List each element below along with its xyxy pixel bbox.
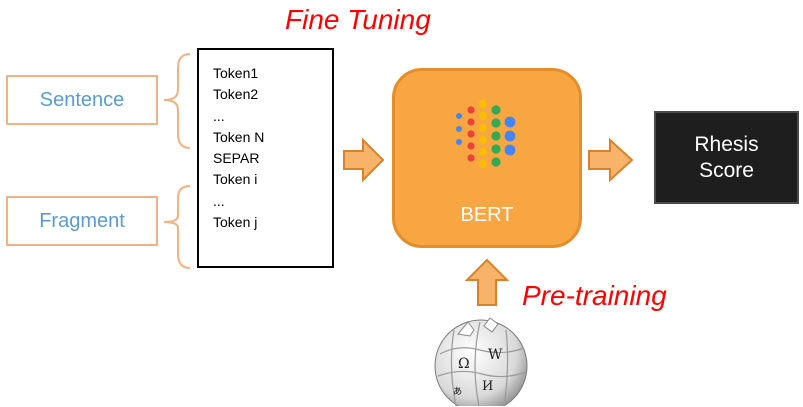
arrow-right-icon [588, 138, 634, 182]
bert-dots-logo-icon [456, 99, 516, 169]
token-item: Token2 [213, 86, 259, 103]
sentence-label: Sentence [39, 88, 125, 111]
token-item: ... [213, 107, 225, 124]
wikipedia-globe-icon: Ω W И ぁ [434, 317, 528, 406]
bert-model-box: BERT [392, 68, 582, 248]
token-item: Token j [213, 214, 258, 231]
token-item: SEPAR [213, 150, 260, 167]
fragment-bracket-icon [163, 185, 191, 269]
fragment-label: Fragment [39, 209, 125, 232]
arrow-up-icon [465, 258, 509, 306]
pre-training-label: Pre-training [522, 280, 667, 311]
token-item: ... [213, 192, 225, 209]
fine-tuning-title: Fine Tuning [285, 4, 431, 35]
input-brackets [163, 53, 191, 269]
svg-text:ぁ: ぁ [452, 384, 463, 397]
arrow-right-icon [343, 138, 385, 182]
svg-text:W: W [488, 347, 503, 363]
sentence-bracket-icon [163, 53, 191, 149]
token-item: Token N [213, 128, 265, 145]
fragment-input-box: Fragment [6, 196, 158, 246]
token-list: Token1 Token2 ... Token N SEPAR Token i … [213, 63, 264, 233]
token-item: Token1 [213, 65, 259, 81]
score-label-line2: Score [699, 158, 754, 182]
bert-label: BERT [460, 204, 514, 226]
token-sequence-box: Token1 Token2 ... Token N SEPAR Token i … [197, 48, 334, 268]
svg-text:Ω: Ω [458, 356, 470, 372]
svg-text:И: И [482, 379, 493, 394]
rhesis-score-box: Rhesis Score [654, 111, 799, 204]
score-label-line1: Rhesis [694, 132, 759, 156]
sentence-input-box: Sentence [6, 75, 158, 125]
token-item: Token i [213, 171, 258, 188]
